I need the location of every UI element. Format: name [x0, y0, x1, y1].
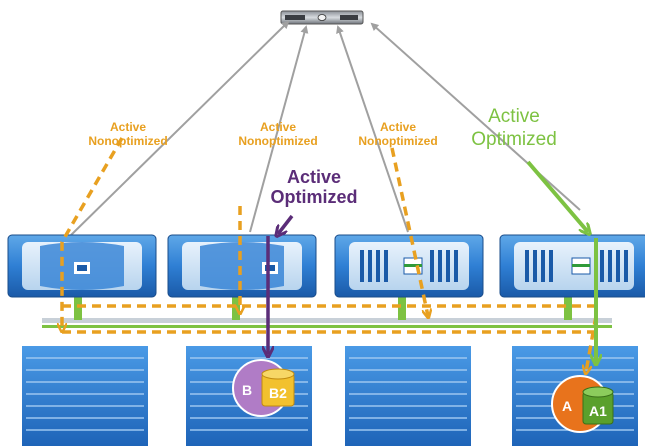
- controller-node-1: [7, 234, 157, 298]
- disk-shelf-3: [345, 346, 471, 446]
- local-path-label: Active Optimized: [254, 167, 374, 208]
- path-label-4-type: Optimized: [471, 128, 557, 150]
- controller-node-3: [334, 234, 484, 298]
- host-server-icon: [280, 10, 364, 25]
- local-path-label-type: Optimized: [270, 186, 358, 207]
- disk-shelf-1: [22, 346, 148, 446]
- aggregate-b-label: B: [242, 382, 252, 398]
- host-path-lines: [67, 20, 581, 239]
- optimized-path-green: [526, 160, 596, 362]
- path-label-3-state: Active: [379, 120, 417, 134]
- path-label-4-state: Active: [488, 106, 540, 127]
- aggregate-a-label: A: [562, 398, 572, 414]
- nonoptimized-paths: [62, 137, 600, 372]
- path-label-1-state: Active: [109, 120, 147, 134]
- cluster-interconnect: [42, 296, 612, 328]
- aggregate-a: A A1: [551, 375, 614, 433]
- optimized-path-purple: [268, 214, 294, 354]
- path-label-3: Active Nonoptimized: [346, 120, 450, 149]
- path-label-2-type: Nonoptimized: [238, 133, 318, 148]
- volume-a1-label: A1: [589, 403, 607, 419]
- path-label-3-type: Nonoptimized: [358, 133, 438, 148]
- volume-b2-label: B2: [269, 385, 287, 401]
- path-label-2-state: Active: [259, 120, 297, 134]
- path-label-1-type: Nonoptimized: [88, 133, 168, 148]
- volume-a1-icon: A1: [582, 386, 614, 425]
- path-label-1: Active Nonoptimized: [78, 120, 178, 149]
- local-path-label-state: Active: [286, 167, 342, 187]
- path-label-4: Active Optimized: [454, 106, 574, 152]
- aggregate-b: B B2: [232, 359, 295, 417]
- controller-node-4: [499, 234, 645, 298]
- controller-node-2: [167, 234, 317, 298]
- path-label-2: Active Nonoptimized: [226, 120, 330, 149]
- volume-b2-icon: B2: [261, 368, 295, 407]
